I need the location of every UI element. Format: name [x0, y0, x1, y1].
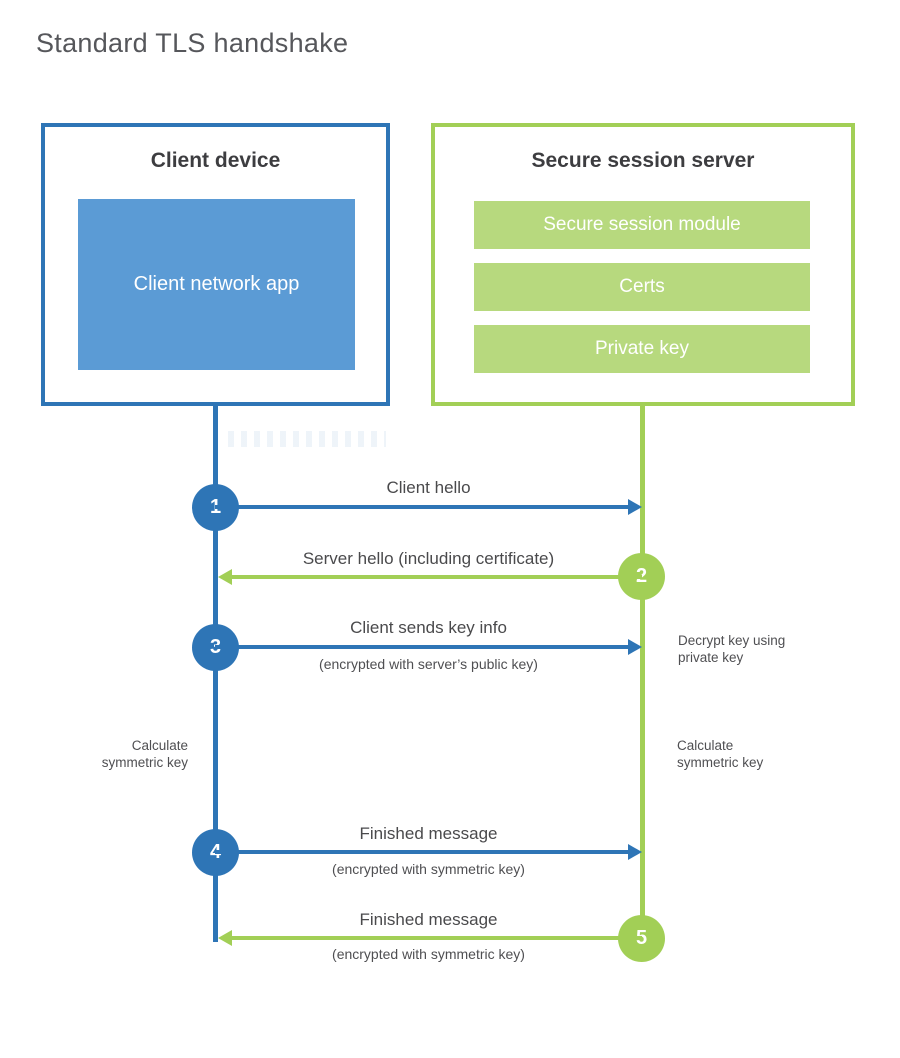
server-certs-bar: Certs	[474, 263, 810, 311]
server-lifeline	[640, 406, 645, 938]
server-private-key-bar: Private key	[474, 325, 810, 373]
step-4-sublabel: (encrypted with symmetric key)	[332, 861, 525, 877]
client-network-app-label: Client network app	[133, 273, 300, 295]
step-5-arrow	[232, 936, 642, 940]
step-4-label: Finished message	[359, 824, 498, 843]
calc-note-line: Calculate	[131, 738, 188, 753]
server-certs-label: Certs	[619, 276, 665, 297]
server-module-label: Secure session module	[543, 214, 741, 235]
client-lifeline	[213, 406, 218, 942]
step-3-arrowhead-icon	[628, 639, 642, 655]
page-title: Standard TLS handshake	[36, 28, 349, 58]
step-3-sublabel: (encrypted with server’s public key)	[319, 656, 538, 672]
calculate-symmetric-key-note-client: Calculate symmetric key	[58, 737, 188, 771]
step-4-arrow	[215, 850, 628, 854]
step-1-label: Client hello	[386, 478, 471, 497]
step-5-arrowhead-icon	[218, 930, 232, 946]
step-2-arrow	[232, 575, 642, 579]
server-private-key-label: Private key	[595, 338, 689, 359]
calc-note-line: symmetric key	[677, 755, 764, 770]
decrypt-key-note: Decrypt key using private key	[678, 632, 785, 666]
client-device-title: Client device	[150, 149, 281, 172]
client-network-app-box: Client network app	[78, 199, 355, 370]
step-4-arrowhead-icon	[628, 844, 642, 860]
step-5-sublabel: (encrypted with symmetric key)	[332, 946, 525, 962]
step-2-arrowhead-icon	[218, 569, 232, 585]
step-3-arrow	[215, 645, 628, 649]
decrypt-key-note-line: Decrypt key using	[678, 633, 786, 648]
faint-dashes-decoration	[228, 431, 386, 447]
step-1-arrowhead-icon	[628, 499, 642, 515]
decrypt-key-note-line: private key	[678, 650, 744, 665]
step-1-arrow	[215, 505, 628, 509]
step-2-label: Server hello (including certificate)	[302, 549, 555, 568]
step-5-label: Finished message	[359, 910, 498, 929]
server-module-bar: Secure session module	[474, 201, 810, 249]
calc-note-line: symmetric key	[101, 755, 188, 770]
step-3-label: Client sends key info	[350, 618, 507, 637]
calculate-symmetric-key-note-server: Calculate symmetric key	[677, 737, 763, 771]
calc-note-line: Calculate	[677, 738, 734, 753]
secure-session-server-title: Secure session server	[531, 149, 755, 172]
